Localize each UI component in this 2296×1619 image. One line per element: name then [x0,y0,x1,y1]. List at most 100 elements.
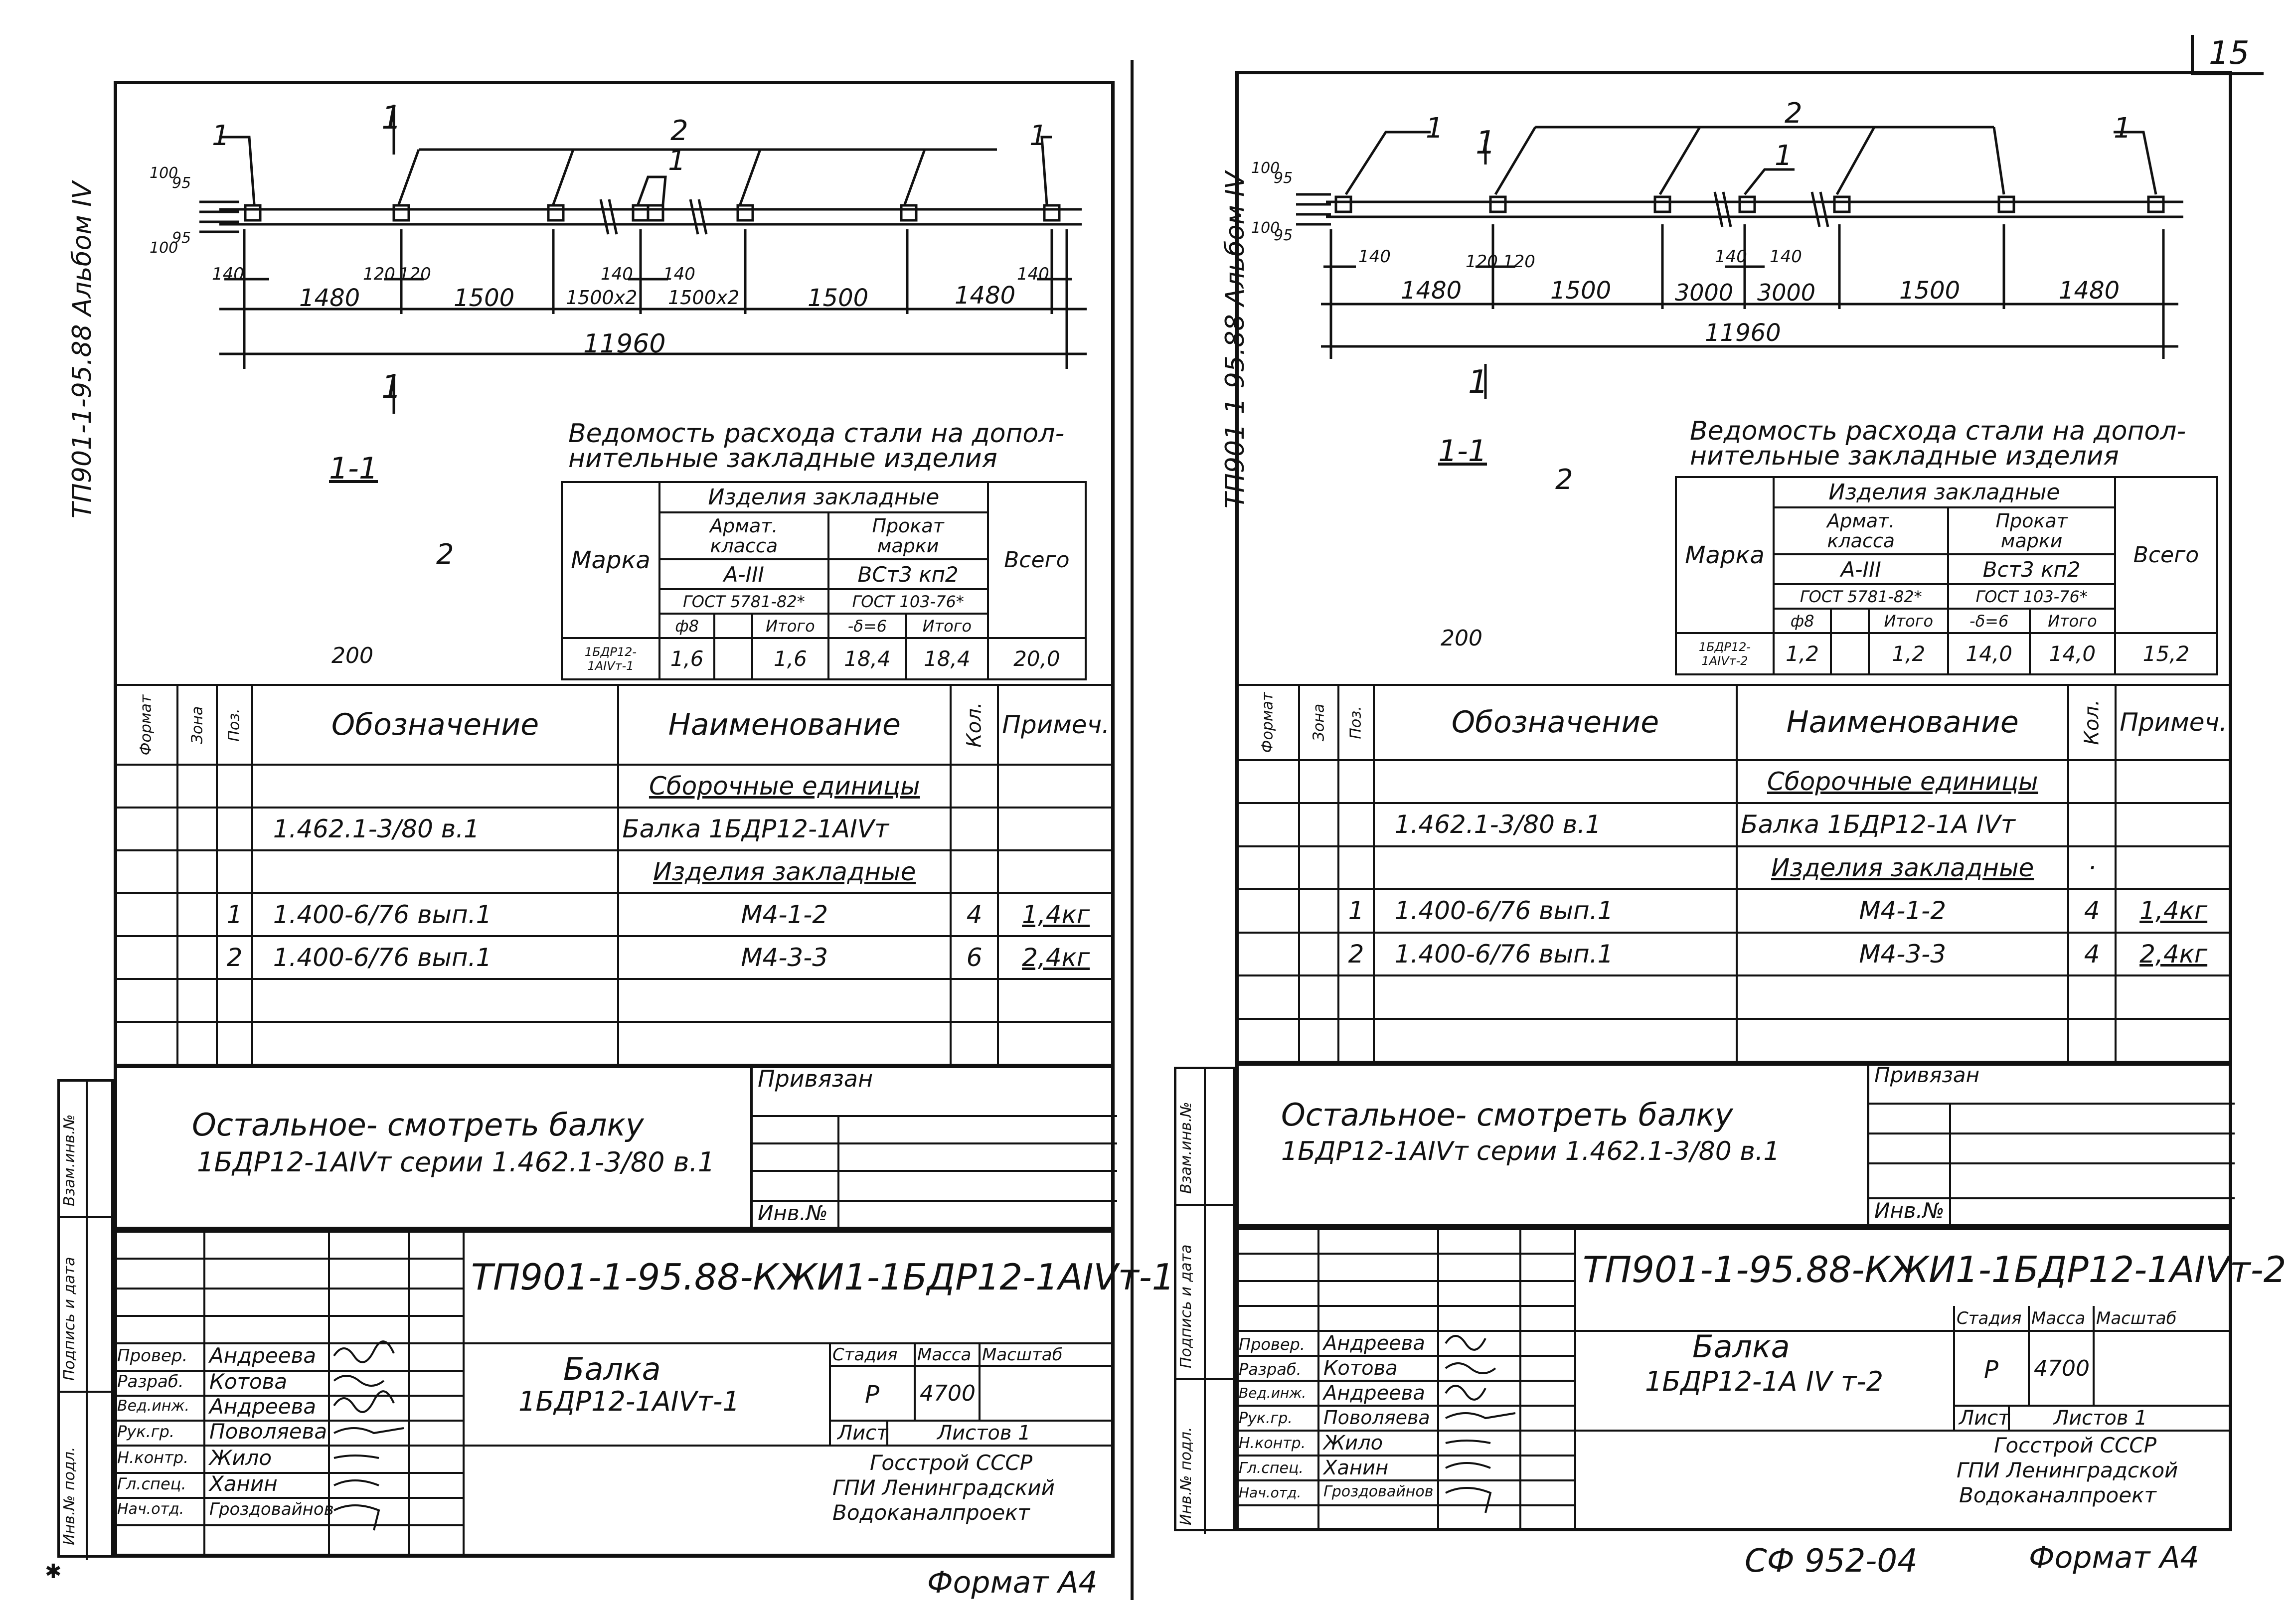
dim-label: 140 [1017,264,1049,284]
cell-kol: 4 [950,892,999,937]
role: Нач.отд. [1239,1484,1302,1501]
cell-poz [1337,759,1375,805]
cell-naim: М4-1-2 [617,892,952,937]
org-line3: Водоканалпроект [1959,1483,2156,1507]
cell-poz: 1 [1337,888,1375,934]
a-class: А-III [1772,553,1950,586]
left-beam-drawing [199,105,1087,414]
total-length: 11960 [583,329,666,359]
gost2: ГОСТ 103-76* [1947,583,2116,610]
stadia-value: Р [865,1381,879,1409]
span-label: 1500 [1899,277,1961,305]
right-steel-table: Марка Изделия закладные Всего Армат.клас… [1675,476,2219,675]
armat-l1: Армат. [710,515,778,537]
role: Вед.инж. [1239,1385,1307,1401]
list-label: Лист [1959,1407,2010,1430]
section-mark: 1 [381,100,402,137]
callout: 1 [1775,140,1793,172]
cell-prim [997,849,1115,894]
section-callout: 2 [1555,464,1573,496]
cell-oboz: 1.400-6/76 вып.1 [1372,931,1738,977]
cell-value: 1,2 [1868,632,1950,675]
dim-label: 120 [1466,252,1498,272]
strip-divider [86,1082,88,1560]
section-mark: 1 [1476,125,1496,162]
span-label: 3000 [1757,279,1816,306]
total-length: 11960 [1705,319,1781,347]
table-row [114,978,1115,1023]
span-label: 1480 [299,284,360,312]
note-line2: 1БДР12-1АIVт серии 1.462.1-3/80 в.1 [197,1146,715,1178]
span-label: 1480 [1401,277,1462,305]
cell-value [713,637,754,680]
delta: -δ=6 [1947,608,2031,635]
h-izdelia: Изделия закладные [1773,476,2116,509]
stadia-value: Р [1984,1356,1998,1384]
bottom-center-code: СФ 952-04 [1745,1543,1918,1580]
cell-prim: 2,4кг [997,935,1115,980]
note-line2: 1БДР12-1АIVт серии 1.462.1-3/80 в.1 [1281,1136,1780,1166]
cell-oboz [1372,974,1738,1020]
page-number: 15 [2209,35,2250,72]
cell-naim [617,1021,952,1066]
dim-label: 140 [601,264,633,284]
cell-kol [950,1021,999,1066]
span-label: 1500 [1550,277,1612,305]
cell-oboz [251,849,620,894]
prokat-l1: Прокат [872,515,944,537]
cell-poz [1337,974,1375,1020]
table-row: Сборочные единицы [1235,759,2232,805]
title-line1: Балка [1692,1328,1790,1365]
table-row: 1 1.400-6/76 вып.1 М4-1-2 4 1,4кг [114,892,1115,937]
itogo2: Итого [2028,608,2116,635]
masshtab-header: Масштаб [2096,1308,2177,1328]
note-line1: Остальное- смотреть балку [192,1107,644,1143]
role: Нач.отд. [117,1500,184,1518]
left-steel-table: Марка Изделия закладные Всего Армат.клас… [561,481,1087,680]
callout: 1 [668,145,686,177]
cell-naim: Сборочные единицы [617,764,952,809]
dim-small: 100 [150,164,178,182]
role-name: Гроздовайнов [1323,1483,1434,1500]
row-mark: 1БДР12-1АIVт-2 [1675,632,1775,675]
role-name: Ханин [209,1471,278,1496]
left-note-block [114,1065,1115,1230]
table-row: Изделия закладные · [1235,845,2232,891]
callout: 1 [1029,120,1047,152]
cell-prim: 1,4кг [2115,888,2232,934]
steel-title-line2: нительные закладные изделия [568,444,997,474]
role-name: Жило [1323,1432,1383,1455]
cell-kol [2067,974,2117,1020]
role-name: Андреева [1323,1332,1425,1355]
role: Рук.гр. [1239,1410,1293,1427]
d8: ф8 [658,613,716,640]
left-stamp [114,1230,1115,1558]
callout: 1 [2114,112,2132,145]
cell-kol: 4 [2067,931,2117,977]
prokat-l1: Прокат [1995,510,2068,532]
callout: 2 [1785,97,1803,130]
callout: 1 [1426,112,1444,145]
role: Н.контр. [117,1448,189,1467]
cell-prim [2115,759,2232,805]
cell-poz [216,978,253,1023]
cell-prim [997,978,1115,1023]
grid-line [753,1170,1117,1172]
cell-naim: Сборочные единицы [1736,759,2070,805]
cell-prim [997,807,1115,851]
dim-label: 140 [1358,247,1391,267]
h-oboz: Обозначение [1372,684,1738,761]
org-line2: ГПИ Ленинградский [832,1475,1055,1500]
stadia-header: Стадия [1957,1308,2022,1328]
role: Провер. [117,1346,188,1366]
cell-naim: Изделия закладные [617,849,952,894]
signature-marks [333,1340,404,1531]
grid-line [1869,1133,2235,1134]
privyazan-label: Привязан [758,1065,873,1092]
cell-prim [2115,802,2232,847]
section-title: 1-1 [329,451,378,486]
cell-oboz [251,764,620,809]
table-row: 1.462.1-3/80 в.1 Балка 1БДР12-1АIVт [114,807,1115,851]
cell-kol [950,849,999,894]
